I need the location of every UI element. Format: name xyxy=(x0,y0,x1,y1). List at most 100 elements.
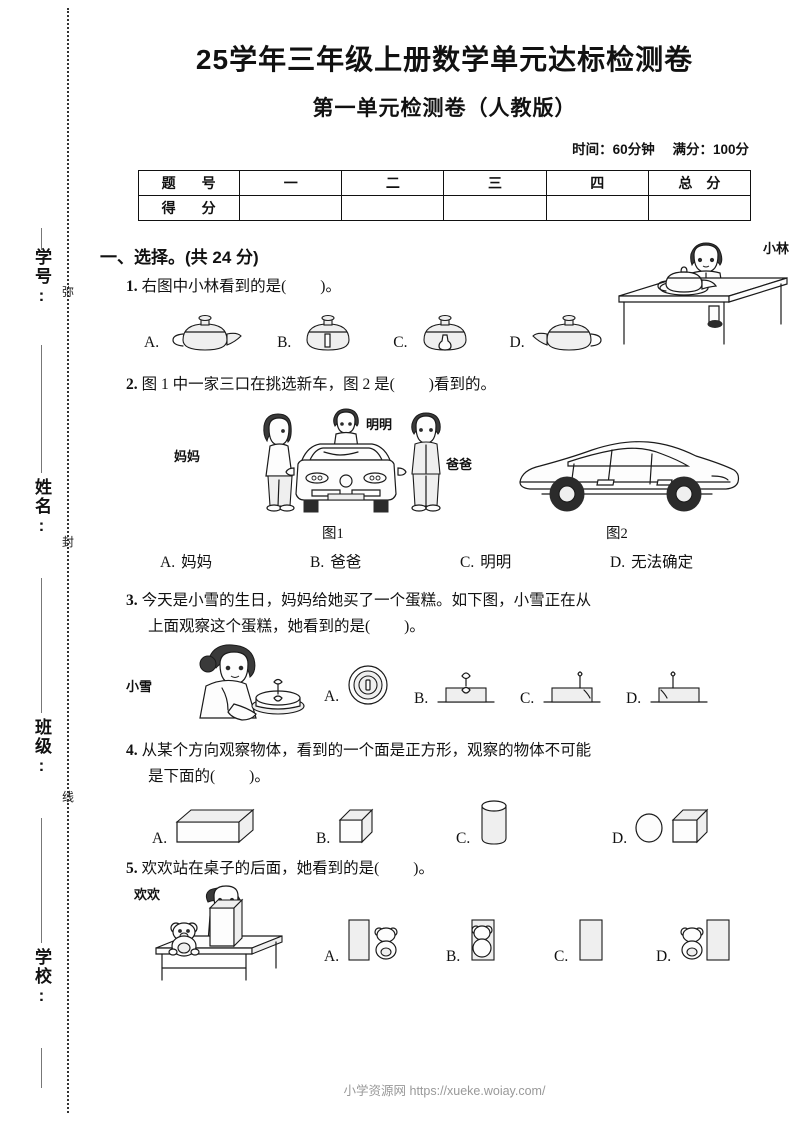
cylinder-icon xyxy=(481,800,507,845)
question-5-option-a[interactable]: A. xyxy=(324,914,413,966)
question-1-option-d[interactable]: D. xyxy=(510,314,609,352)
option-a-label: A. xyxy=(144,334,160,351)
question-2-option-d[interactable]: D. 无法确定 xyxy=(610,550,693,572)
option-c-label: C. xyxy=(520,690,535,707)
question-1-option-a[interactable]: A. xyxy=(144,314,243,352)
sphere-and-cube-icon xyxy=(635,808,709,844)
boy-shoe xyxy=(707,320,723,328)
question-2: 2.图 1 中一家三口在挑选新车，图 2 是()看到的。 xyxy=(126,372,785,572)
question-2-option-c[interactable]: C. 明明 xyxy=(460,550,610,572)
row-label-question-no: 题 号 xyxy=(137,170,241,196)
seal-margin: 学号: 姓名: 班级: 学校: 弥 封 线 xyxy=(0,0,96,1121)
question-3-option-d[interactable]: D. xyxy=(626,668,711,708)
girl-table-bear-box-figure xyxy=(155,885,283,981)
tag-mother: 妈妈 xyxy=(174,449,201,464)
question-3-stem-end: )。 xyxy=(404,618,425,635)
score-cell-4[interactable] xyxy=(545,195,649,221)
question-2-options: A. 妈妈 B. 爸爸 C. 明明 D. 无法确定 xyxy=(126,550,785,572)
car-door-handle-front xyxy=(596,479,615,486)
seal-dotted-line xyxy=(67,8,69,1113)
question-2-option-a[interactable]: A. 妈妈 xyxy=(160,550,310,572)
table-edge-side xyxy=(251,935,283,955)
car-glass xyxy=(567,447,691,467)
table-row-question-numbers: 题 号 一 二 三 四 总 分 xyxy=(137,170,752,196)
col-header-1: 一 xyxy=(239,170,343,196)
car-side-view-figure xyxy=(519,441,740,512)
question-2-figure-captions: 图1 图2 xyxy=(126,522,785,544)
question-1-option-c[interactable]: C. xyxy=(393,314,475,352)
tag-father: 爸爸 xyxy=(446,457,473,472)
question-4-number: 4. xyxy=(126,742,138,759)
question-2-option-b[interactable]: B. 爸爸 xyxy=(310,550,460,572)
question-2-stem: 图 1 中一家三口在挑选新车，图 2 是( xyxy=(141,376,395,393)
option-a-text: 妈妈 xyxy=(181,554,213,571)
question-3-option-a[interactable]: A. xyxy=(324,660,391,706)
score-cell-3[interactable] xyxy=(443,195,547,221)
exam-page: 25学年三年级上册数学单元达标检测卷 第一单元检测卷（人教版） 时间：60分钟 … xyxy=(96,0,793,1121)
question-2-text: 2.图 1 中一家三口在挑选新车，图 2 是()看到的。 xyxy=(126,372,785,398)
question-4-option-b[interactable]: B. xyxy=(316,802,384,848)
father-shoe-right xyxy=(425,504,441,512)
seal-rule xyxy=(41,1048,42,1088)
question-4-options: A. B. C. xyxy=(126,796,785,850)
question-3-option-c[interactable]: C. xyxy=(520,668,604,708)
table-edge xyxy=(618,295,730,303)
box-side xyxy=(233,898,243,948)
option-d-label: D. xyxy=(626,690,642,707)
option-c-text: 明明 xyxy=(480,554,512,571)
time-limit: 时间：60分钟 xyxy=(572,142,655,157)
boy-eye-right xyxy=(709,257,715,263)
question-1-stem-end: )。 xyxy=(320,278,341,295)
mother-shoe-left xyxy=(266,504,282,512)
question-1-name-tag: 小林 xyxy=(762,241,789,256)
score-cell-total[interactable] xyxy=(647,195,752,221)
boy-mouth xyxy=(702,265,710,268)
teapot-handle-right-icon xyxy=(531,314,602,351)
question-5-stem-end: )。 xyxy=(413,860,434,877)
mother-legs xyxy=(267,475,293,507)
col-header-2: 二 xyxy=(341,170,445,196)
question-3-row: 小雪 A. B. xyxy=(126,642,785,728)
car-mirror-left xyxy=(285,467,295,476)
car-plate xyxy=(327,493,365,501)
score-cell-1[interactable] xyxy=(239,195,343,221)
question-3-stem-line2: 上面观察这个蛋糕，她看到的是( xyxy=(148,618,371,635)
school-field[interactable]: 学校: xyxy=(32,948,51,1007)
question-4-option-a[interactable]: A. xyxy=(152,802,263,848)
option-d-label: D. xyxy=(656,948,672,965)
question-5-option-c[interactable]: C. xyxy=(554,914,614,966)
question-2-figures: 妈妈 明明 爸爸 xyxy=(126,398,785,526)
figure-2-car-side xyxy=(512,432,742,516)
cake-side-candle-left-icon xyxy=(650,671,708,703)
tag-boy: 明明 xyxy=(366,417,393,432)
question-5-stem: 欢欢站在桌子的后面，她看到的是( xyxy=(141,860,380,877)
question-3-number: 3. xyxy=(126,592,138,609)
question-1-option-b[interactable]: B. xyxy=(277,314,359,352)
question-3-option-b[interactable]: B. xyxy=(414,668,498,708)
col-header-3: 三 xyxy=(443,170,547,196)
seal-word-mi: 弥 xyxy=(61,285,74,299)
student-name-field[interactable]: 姓名: xyxy=(32,478,51,537)
teapot-body xyxy=(665,271,703,293)
class-field[interactable]: 班级: xyxy=(32,718,51,777)
boy-face xyxy=(336,411,356,434)
page-subtitle: 第一单元检测卷（人教版） xyxy=(312,97,577,120)
exam-meta: 时间：60分钟 满分：100分 xyxy=(96,138,793,158)
score-cell-2[interactable] xyxy=(341,195,445,221)
boy-eye-left xyxy=(697,257,703,263)
question-1-text: 1.右图中小林看到的是()。 xyxy=(126,274,785,300)
option-b-text: 爸爸 xyxy=(330,554,362,571)
question-3-name-tag: 小雪 xyxy=(126,679,153,694)
question-4-option-d[interactable]: D. xyxy=(612,802,713,848)
question-5-option-b[interactable]: B. xyxy=(446,914,512,966)
question-1-options: A. B. xyxy=(126,314,785,352)
question-5-option-d[interactable]: D. xyxy=(656,914,745,966)
student-id-field[interactable]: 学号: xyxy=(32,248,51,307)
cake-side-candle-right-icon xyxy=(543,671,601,703)
father-face xyxy=(415,415,437,444)
option-b-label: B. xyxy=(414,690,429,707)
question-4-option-c[interactable]: C. xyxy=(456,796,520,848)
cube-icon xyxy=(338,808,374,844)
figure-1-family-car xyxy=(216,404,476,516)
teapot-back-view-icon xyxy=(306,314,350,351)
